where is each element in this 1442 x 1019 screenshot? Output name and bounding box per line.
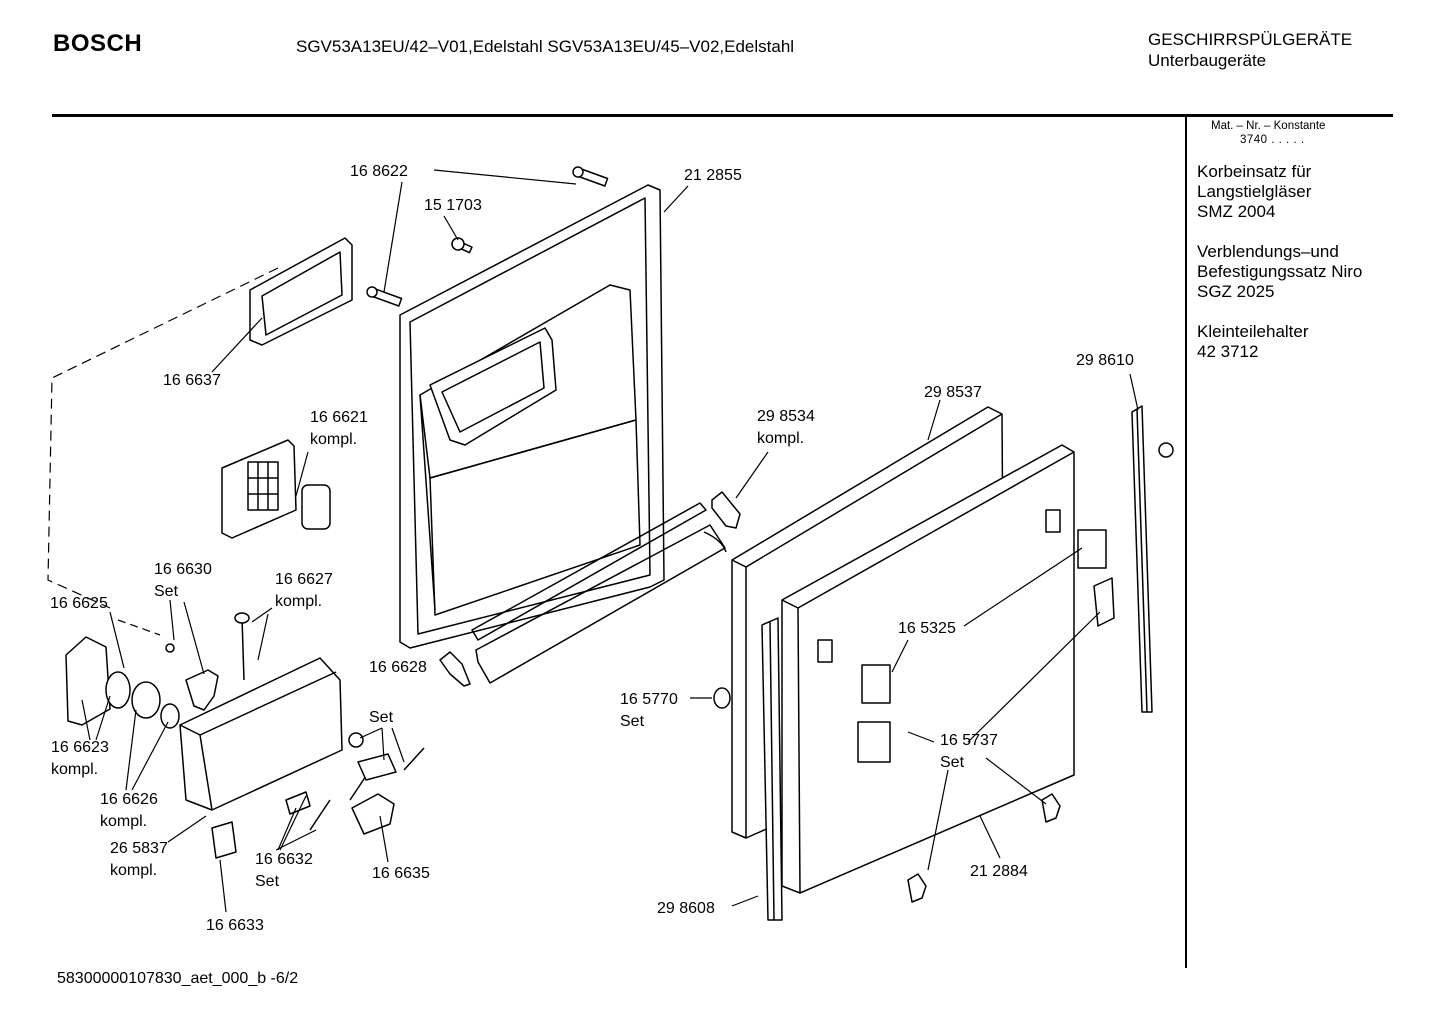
dispenser-actuator [351, 793, 395, 835]
part-label: kompl. [110, 862, 157, 879]
part-label: 16 6628 [369, 659, 427, 676]
dispenser-body [179, 657, 343, 811]
part-label: 29 8608 [657, 900, 715, 917]
sidebar-divider [1185, 116, 1187, 968]
mounting-bracket [1093, 577, 1115, 627]
header-divider [52, 114, 1393, 117]
door-seal-strip [471, 502, 727, 684]
part-labels: 16 8622 15 1703 21 2855 16 6637 16 6621 … [50, 163, 1134, 934]
sidebar-item-line: Befestigungssatz Niro [1197, 262, 1363, 281]
sidebar-item-line: Langstielgläser [1197, 182, 1312, 201]
part-label: kompl. [100, 813, 147, 830]
category-title: GESCHIRRSPÜLGERÄTE [1148, 30, 1353, 49]
part-label: Set [620, 713, 645, 730]
leader-lines [81, 169, 1139, 913]
part-label: Set [255, 873, 280, 890]
part-label: Set [940, 754, 965, 771]
part-label: 16 8622 [350, 163, 408, 180]
latch-part [439, 651, 471, 687]
part-label: 16 6623 [51, 739, 109, 756]
sidebar-item-line: SMZ 2004 [1197, 202, 1276, 221]
screw-left [366, 286, 403, 307]
part-label: 16 6626 [100, 791, 158, 808]
part-label: 16 6627 [275, 571, 333, 588]
screw-small [451, 237, 473, 254]
dispenser-pin [241, 617, 245, 681]
dispenser-ball [348, 732, 364, 748]
sidebar-item-line: Verblendungs–und [1197, 242, 1339, 261]
inner-door-panel [399, 184, 665, 649]
mat-nr-header: Mat. – Nr. – Konstante [1211, 120, 1326, 132]
mounting-bracket [857, 721, 891, 763]
part-label: 16 5737 [940, 732, 998, 749]
part-label: 29 8534 [757, 408, 815, 425]
part-label: 15 1703 [424, 197, 482, 214]
mounting-foot [1041, 793, 1061, 823]
part-label: 21 2855 [684, 167, 742, 184]
screw-top [572, 166, 609, 187]
dispenser-bracket [211, 821, 237, 859]
part-label: 16 6621 [310, 409, 368, 426]
part-label: 16 6633 [206, 917, 264, 934]
hinge-clip [711, 491, 741, 529]
sidebar-item-kleinteilehalter: Kleinteilehalter 42 3712 [1197, 322, 1309, 362]
dispenser-ring [160, 703, 180, 729]
side-profile-right [1131, 405, 1153, 713]
part-label: 16 5770 [620, 691, 678, 708]
dispenser-ring [131, 681, 161, 719]
part-label: 16 6625 [50, 595, 108, 612]
part-label: Set [369, 709, 394, 726]
sidebar-item-line: 42 3712 [1197, 342, 1259, 361]
model-numbers: SGV53A13EU/42–V01,Edelstahl SGV53A13EU/4… [296, 37, 795, 56]
cap-button [713, 687, 731, 709]
dispenser-cap [65, 636, 111, 726]
dispenser-clip [285, 791, 311, 815]
dispenser-gasket [301, 484, 331, 530]
part-label: kompl. [51, 761, 98, 778]
dispenser-ring [105, 671, 131, 709]
sidebar-item-verblendung: Verblendungs–und Befestigungssatz Niro S… [1197, 242, 1362, 302]
part-label: kompl. [757, 430, 804, 447]
side-profile-left [761, 617, 783, 921]
part-label: kompl. [310, 431, 357, 448]
part-label: Set [154, 583, 179, 600]
part-label: 29 8537 [924, 384, 982, 401]
part-label: 26 5837 [110, 840, 168, 857]
small-plug [1158, 442, 1174, 458]
mounting-foot [907, 873, 927, 903]
part-label: 16 6632 [255, 851, 313, 868]
sidebar-item-line: SGZ 2025 [1197, 282, 1275, 301]
sidebar-item-line: Korbeinsatz für [1197, 162, 1312, 181]
part-label: 16 6630 [154, 561, 212, 578]
part-label: 21 2884 [970, 863, 1028, 880]
dispenser-lever [185, 669, 219, 711]
sidebar-item-line: Kleinteilehalter [1197, 322, 1309, 341]
brand-logo: BOSCH [53, 30, 143, 57]
part-label: 16 6635 [372, 865, 430, 882]
sidebar-item-korbeinsatz: Korbeinsatz für Langstielgläser SMZ 2004 [1197, 162, 1311, 222]
frame-seal [249, 237, 353, 346]
mounting-bracket [861, 664, 891, 704]
assembly-dashed-line [47, 267, 279, 609]
dispenser-lid [221, 439, 297, 539]
assembly-dashed-line [117, 619, 161, 636]
document-id: 58300000107830_aet_000_b -6/2 [57, 970, 299, 987]
part-label: 16 5325 [898, 620, 956, 637]
subcategory-title: Unterbaugeräte [1148, 51, 1267, 70]
part-label: kompl. [275, 593, 322, 610]
part-label: 29 8610 [1076, 352, 1134, 369]
dispenser-pin-head [234, 612, 250, 624]
part-label: 16 6637 [163, 372, 221, 389]
mounting-bracket [1077, 529, 1107, 569]
dispenser-spring [165, 643, 175, 653]
dispenser-slider [357, 753, 397, 781]
mat-nr-value: 3740 . . . . . [1240, 134, 1305, 146]
